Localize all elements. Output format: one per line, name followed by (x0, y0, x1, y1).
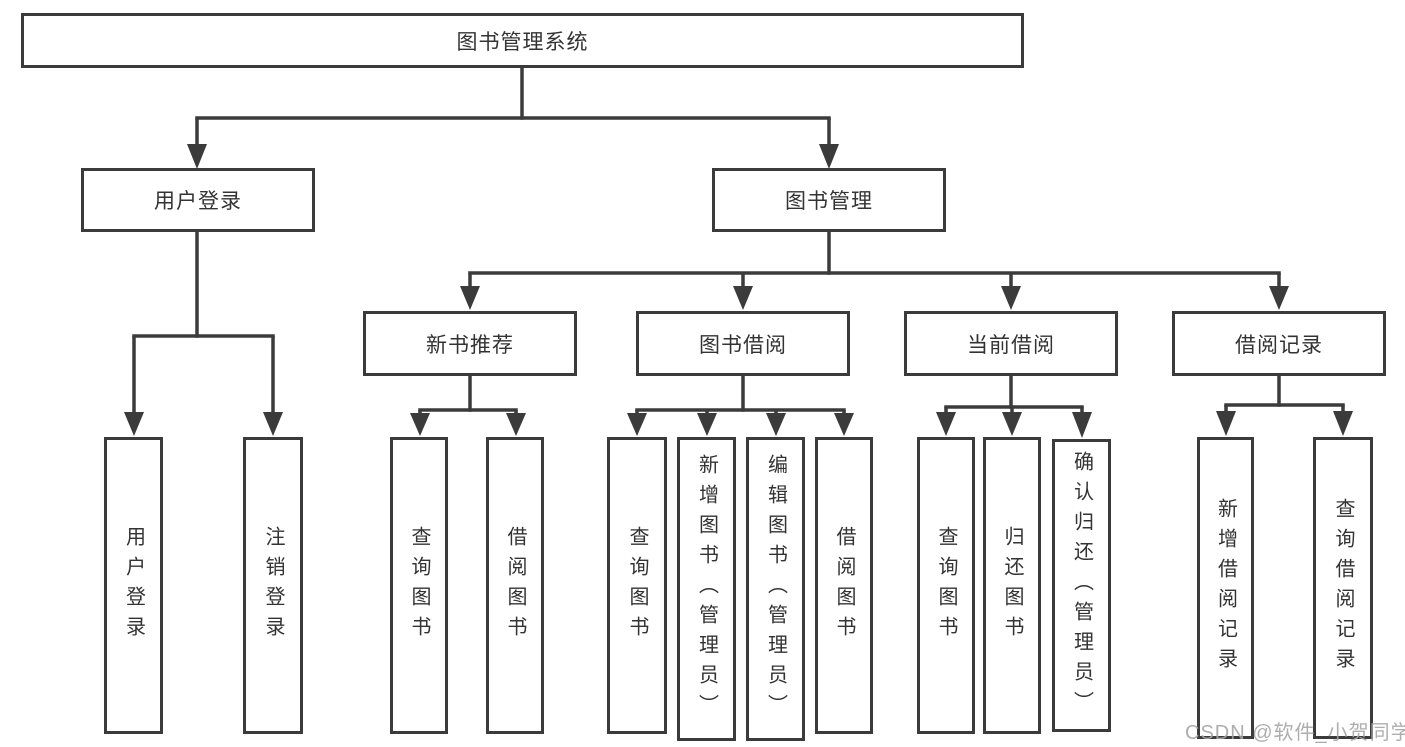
leaf-borrow-books-recommend: 借阅图书 (486, 437, 544, 734)
node-book-borrowing-label: 图书借阅 (699, 333, 787, 357)
node-user-login-label: 用户登录 (154, 190, 242, 213)
node-book-management: 图书管理 (712, 168, 946, 232)
leaf-query-books-recommend: 查询图书 (390, 437, 448, 734)
node-borrowing-records: 借阅记录 (1172, 311, 1386, 376)
leaf-return-books-label: 归还图书 (1001, 525, 1023, 646)
leaf-query-borrow-record-label: 查询借阅记录 (1332, 498, 1354, 678)
leaf-borrow-books-borrowing-label: 借阅图书 (833, 525, 855, 646)
leaf-user-login: 用户登录 (104, 437, 163, 734)
node-root-system-label: 图书管理系统 (456, 30, 589, 54)
connector-recommend-branch (410, 376, 526, 436)
leaf-query-books-recommend-label: 查询图书 (408, 525, 430, 646)
leaf-confirm-return-admin: 确认归还（管理员） (1052, 439, 1111, 732)
connector-root-to-level2 (187, 68, 839, 169)
leaf-query-books-borrowing: 查询图书 (607, 437, 667, 734)
leaf-logout-login-label: 注销登录 (262, 525, 284, 646)
connector-user-login-branch (124, 232, 283, 436)
connector-borrowing-branch (627, 376, 854, 436)
leaf-query-borrow-record: 查询借阅记录 (1313, 437, 1373, 739)
leaf-query-books-current-label: 查询图书 (935, 525, 957, 646)
node-new-book-recommend: 新书推荐 (363, 311, 577, 376)
node-borrowing-records-label: 借阅记录 (1235, 333, 1323, 357)
leaf-edit-book-admin-label: 编辑图书（管理员） (764, 454, 787, 724)
leaf-add-book-admin-label: 新增图书（管理员） (695, 454, 718, 724)
node-root-system: 图书管理系统 (21, 13, 1024, 68)
leaf-logout-login: 注销登录 (243, 437, 303, 734)
node-new-book-recommend-label: 新书推荐 (426, 333, 514, 357)
leaf-query-books-borrowing-label: 查询图书 (626, 525, 648, 646)
leaf-user-login-label: 用户登录 (122, 525, 145, 646)
connector-current-branch (936, 376, 1092, 438)
leaf-add-borrow-record-label: 新增借阅记录 (1214, 498, 1237, 678)
node-current-borrowing: 当前借阅 (904, 311, 1118, 376)
node-current-borrowing-label: 当前借阅 (967, 333, 1055, 357)
leaf-borrow-books-borrowing: 借阅图书 (815, 437, 873, 734)
leaf-add-book-admin: 新增图书（管理员） (677, 437, 736, 741)
node-user-login: 用户登录 (81, 168, 315, 232)
leaf-edit-book-admin: 编辑图书（管理员） (746, 437, 805, 741)
leaf-return-books: 归还图书 (983, 437, 1041, 734)
node-book-borrowing: 图书借阅 (636, 311, 850, 376)
csdn-watermark: CSDN @软件_小贺同学 (1185, 722, 1405, 744)
connector-book-management-branch (460, 232, 1289, 310)
leaf-borrow-books-recommend-label: 借阅图书 (504, 525, 526, 646)
leaf-confirm-return-admin-label: 确认归还（管理员） (1070, 450, 1093, 721)
node-book-management-label: 图书管理 (785, 190, 873, 213)
leaf-add-borrow-record: 新增借阅记录 (1197, 437, 1254, 739)
connector-records-branch (1216, 376, 1353, 436)
leaf-query-books-current: 查询图书 (917, 437, 975, 734)
